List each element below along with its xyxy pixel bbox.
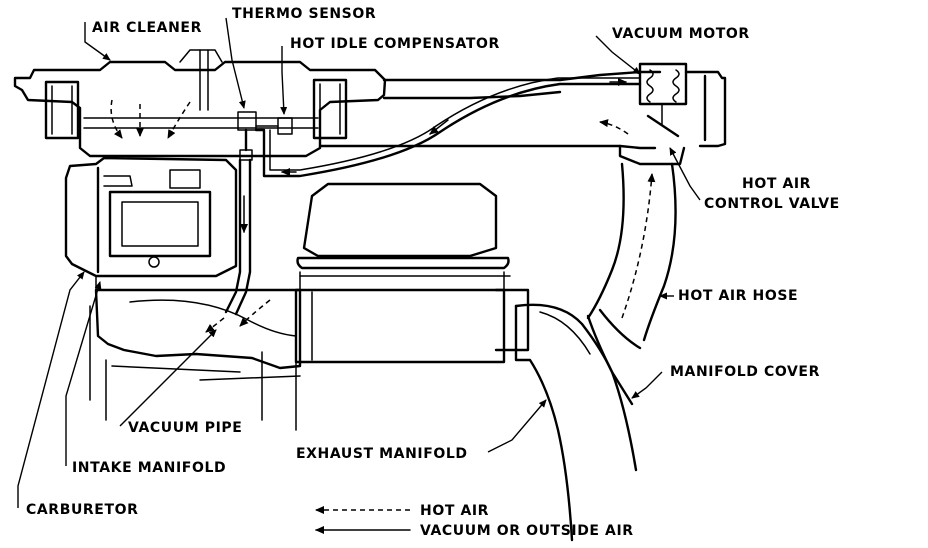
label-thermo-sensor: THERMO SENSOR bbox=[232, 6, 376, 22]
label-manifold-cover: MANIFOLD COVER bbox=[670, 364, 820, 380]
hot-air-hose-drawing bbox=[586, 162, 677, 342]
air-cleaner-drawing bbox=[13, 49, 662, 158]
air-cleaner-element-right bbox=[312, 78, 348, 140]
manifold-cover-drawing bbox=[586, 308, 642, 406]
intake-manifold-drawing bbox=[89, 288, 302, 431]
exhaust-manifold-drawing bbox=[514, 303, 638, 542]
label-intake-manifold: INTAKE MANIFOLD bbox=[72, 460, 226, 476]
carburetor-drawing bbox=[64, 156, 238, 301]
legend-vacuum-label: VACUUM OR OUTSIDE AIR bbox=[420, 523, 634, 539]
legend: HOT AIR VACUUM OR OUTSIDE AIR bbox=[315, 503, 634, 539]
engine-block-drawing bbox=[294, 182, 530, 364]
label-air-cleaner: AIR CLEANER bbox=[92, 20, 202, 36]
legend-hot-air-label: HOT AIR bbox=[420, 503, 489, 519]
label-exhaust-manifold: EXHAUST MANIFOLD bbox=[296, 446, 468, 462]
label-carburetor: CARBURETOR bbox=[26, 502, 139, 518]
label-hot-air-hose: HOT AIR HOSE bbox=[678, 288, 798, 304]
vacuum-motor-drawing bbox=[618, 62, 727, 166]
air-cleaner-element-left bbox=[44, 80, 80, 140]
vacuum-pipe-drawing bbox=[224, 158, 252, 316]
label-hot-air-control-valve-line2: CONTROL VALVE bbox=[704, 196, 840, 212]
vacuum-hose-drawing bbox=[237, 77, 642, 178]
label-hot-air-control-valve-line1: HOT AIR bbox=[742, 176, 811, 192]
leader-lines bbox=[17, 17, 701, 508]
label-vacuum-pipe: VACUUM PIPE bbox=[128, 420, 242, 436]
label-vacuum-motor: VACUUM MOTOR bbox=[612, 26, 750, 42]
label-hot-idle-compensator: HOT IDLE COMPENSATOR bbox=[290, 36, 500, 52]
hot-air-control-valve-drawing bbox=[599, 103, 680, 138]
